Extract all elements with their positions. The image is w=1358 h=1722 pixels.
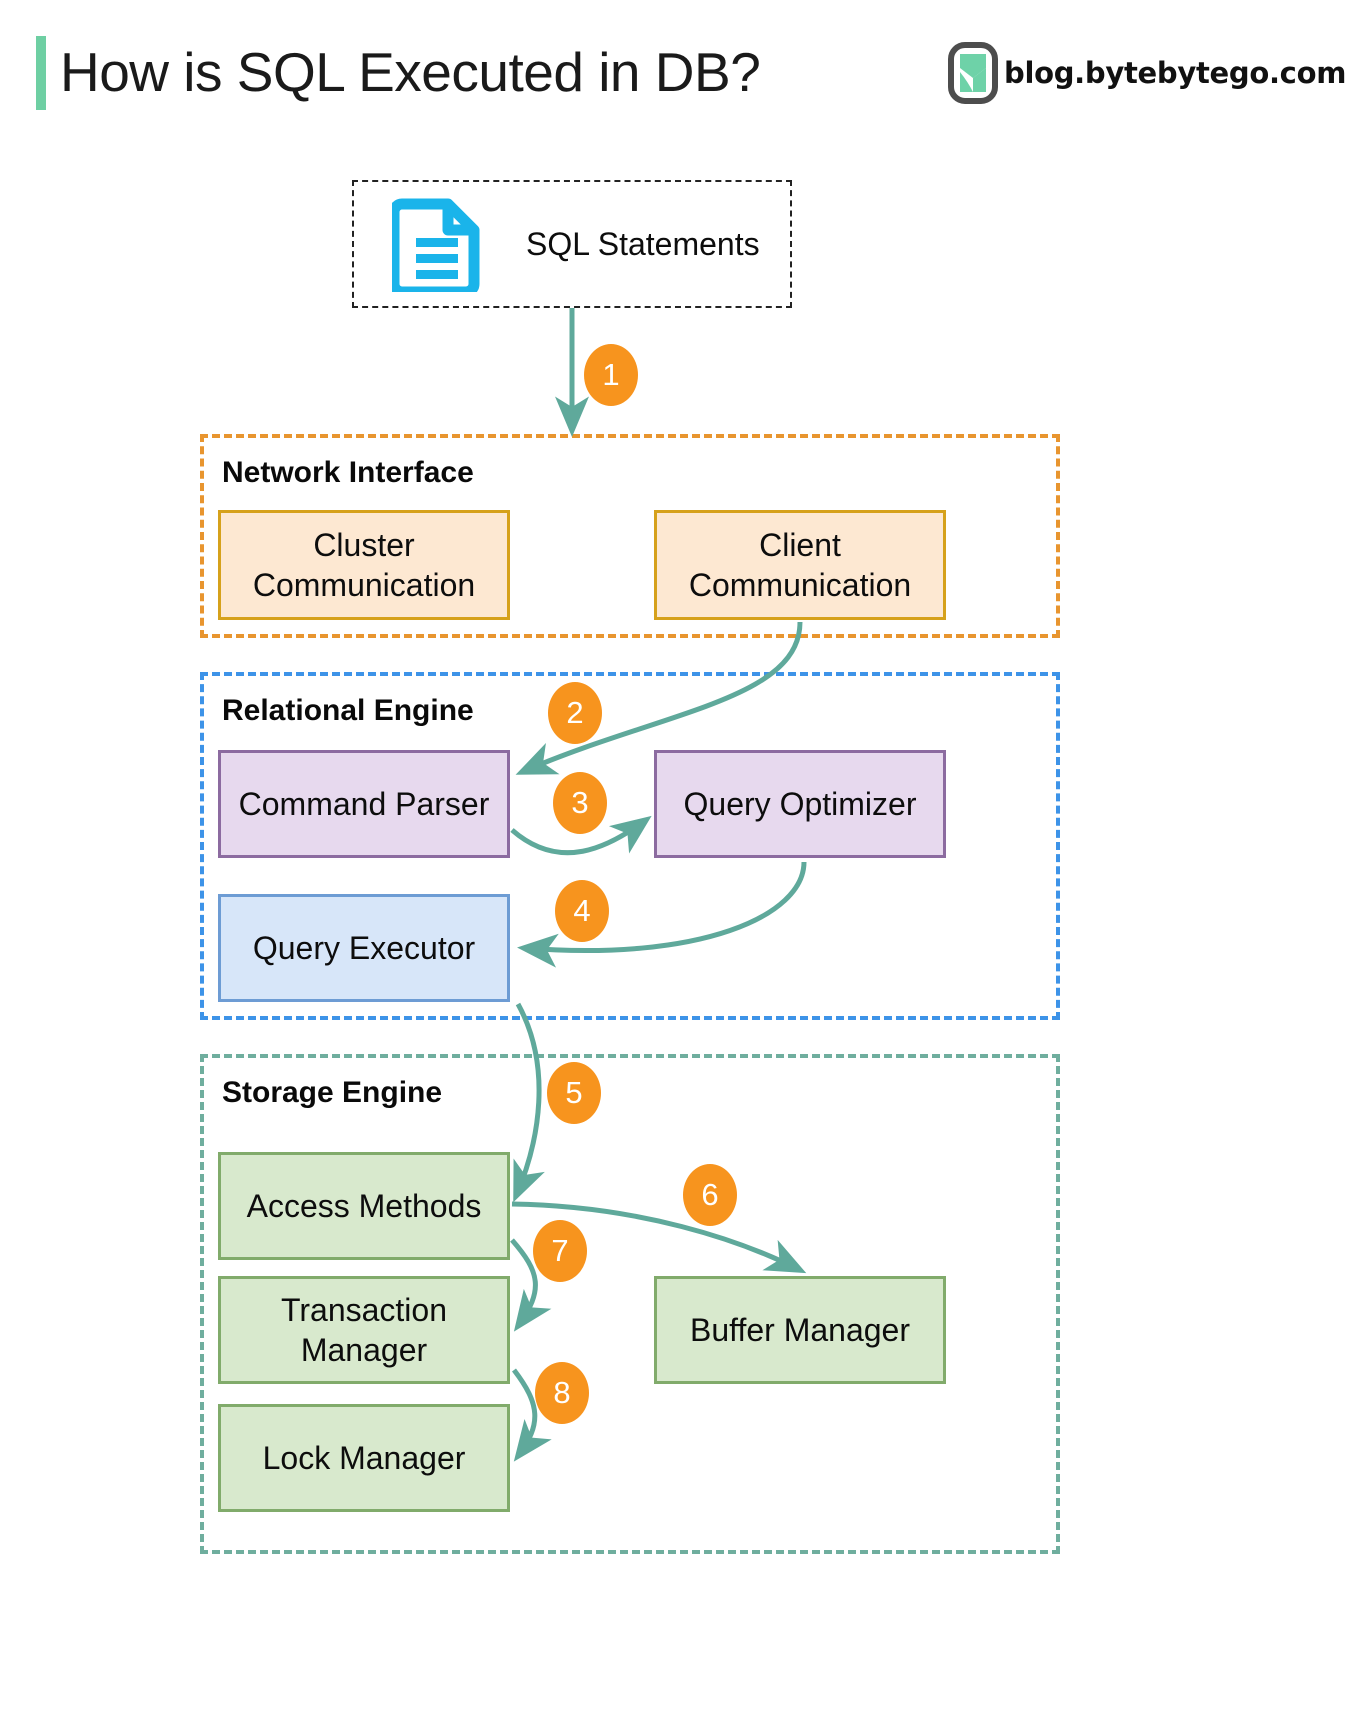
- node-client-communication[interactable]: Client Communication: [654, 510, 946, 620]
- node-label: Query Executor: [252, 930, 476, 966]
- node-label: Lock Manager: [262, 1440, 466, 1476]
- node-label: Query Optimizer: [683, 786, 917, 822]
- page-header: How is SQL Executed in DB? blog.bytebyte…: [0, 0, 1358, 140]
- page-title: How is SQL Executed in DB?: [60, 41, 761, 103]
- node-label: Cluster Communication: [252, 527, 476, 603]
- node-access-methods[interactable]: Access Methods: [218, 1152, 510, 1260]
- node-transaction-manager[interactable]: Transaction Manager: [218, 1276, 510, 1384]
- node-label: Client Communication: [688, 527, 912, 603]
- step-badge-2: 2: [548, 682, 602, 744]
- sql-statements-box: SQL Statements: [352, 180, 792, 308]
- node-command-parser[interactable]: Command Parser: [218, 750, 510, 858]
- step-badge-3: 3: [553, 772, 607, 834]
- document-icon: [392, 198, 480, 292]
- step-badge-6: 6: [683, 1164, 737, 1226]
- node-lock-manager[interactable]: Lock Manager: [218, 1404, 510, 1512]
- step-badge-4: 4: [555, 880, 609, 942]
- node-label: Command Parser: [238, 786, 490, 822]
- group-title-relational-engine: Relational Engine: [222, 694, 474, 727]
- step-badge-5: 5: [547, 1062, 601, 1124]
- bytebytego-logo-icon: [948, 42, 998, 104]
- node-label: Access Methods: [246, 1188, 482, 1224]
- node-query-optimizer[interactable]: Query Optimizer: [654, 750, 946, 858]
- group-storage-engine: Storage Engine: [200, 1054, 1060, 1554]
- node-buffer-manager[interactable]: Buffer Manager: [654, 1276, 946, 1384]
- brand-url: blog.bytebytego.com: [1004, 56, 1347, 90]
- group-title-storage-engine: Storage Engine: [222, 1076, 443, 1109]
- title-accent-bar: [36, 36, 46, 110]
- node-label: Transaction Manager: [281, 1292, 447, 1368]
- step-badge-7: 7: [533, 1220, 587, 1282]
- group-title-network-interface: Network Interface: [222, 456, 474, 489]
- node-cluster-communication[interactable]: Cluster Communication: [218, 510, 510, 620]
- step-badge-8: 8: [535, 1362, 589, 1424]
- node-label: Buffer Manager: [690, 1312, 910, 1348]
- step-badge-1: 1: [584, 344, 638, 406]
- brand: blog.bytebytego.com: [948, 42, 1346, 104]
- node-query-executor[interactable]: Query Executor: [218, 894, 510, 1002]
- sql-statements-label: SQL Statements: [526, 225, 760, 262]
